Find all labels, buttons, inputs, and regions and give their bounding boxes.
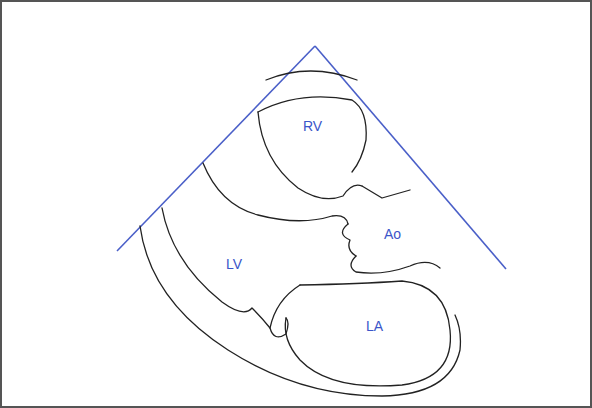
scan-sector bbox=[117, 46, 506, 269]
chamber-label: RV bbox=[303, 118, 322, 134]
chamber-label: LV bbox=[226, 256, 242, 272]
chamber-label: Ao bbox=[384, 226, 401, 242]
heart-outline bbox=[140, 71, 460, 396]
chamber-label: LA bbox=[366, 318, 383, 334]
